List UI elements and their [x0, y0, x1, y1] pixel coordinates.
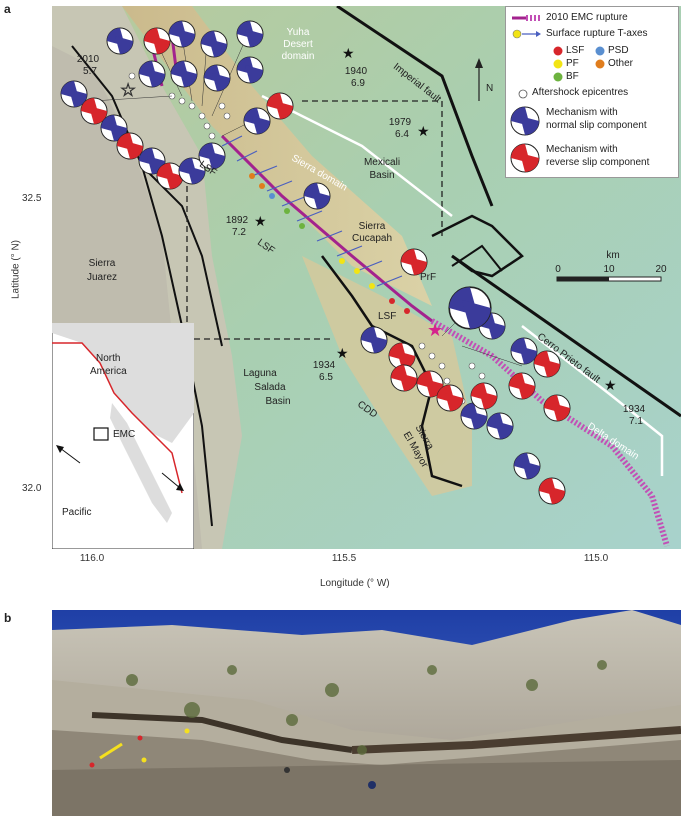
label-laguna: Laguna: [243, 368, 277, 379]
scalebar-10: 10: [603, 264, 615, 275]
label-prf: PrF: [420, 272, 437, 283]
event-1940-year: 1940: [344, 66, 368, 77]
event-1940-mag: 6.9: [351, 78, 365, 89]
legend-taxes: Surface rupture T-axes: [546, 28, 648, 39]
legend-bf: BF: [566, 71, 579, 82]
event-1892-mag: 7.2: [232, 227, 246, 238]
legend-normal-line2: normal slip component: [546, 120, 647, 131]
inset-map: [52, 323, 194, 549]
legend-other: Other: [608, 58, 634, 69]
event-1934-mag-a: 6.5: [319, 372, 333, 383]
legend-aftershock: Aftershock epicentres: [532, 87, 629, 98]
event-2010-mag: 5.7: [83, 66, 97, 77]
outcrop-photo: [52, 610, 681, 816]
svg-text:★: ★: [254, 213, 267, 229]
label-lsf-south: LSF: [378, 311, 397, 322]
event-1934-mag-b: 7.1: [629, 416, 643, 427]
label-mexicali-basin: Basin: [369, 170, 395, 181]
svg-text:★: ★: [417, 123, 430, 139]
panel-b-label: b: [4, 611, 12, 625]
event-1934-year-a: 1934: [312, 360, 336, 371]
inset-emc-label: EMC: [113, 429, 136, 440]
ytick-32: 32.0: [22, 483, 42, 494]
legend-lsf: LSF: [566, 45, 585, 56]
scalebar-unit: km: [606, 250, 620, 261]
scalebar-0: 0: [555, 264, 561, 275]
inset-pacific-label: Pacific: [62, 507, 92, 518]
inset-america-label: America: [90, 366, 127, 377]
scalebar-20: 20: [655, 264, 667, 275]
label-basin: Basin: [265, 396, 291, 407]
x-axis-label: Longitude (° W): [320, 578, 390, 589]
legend-reverse-line1: Mechanism with: [546, 144, 618, 155]
legend-normal-line1: Mechanism with: [546, 107, 618, 118]
panel-a-label: a: [4, 2, 11, 16]
label-sierra-juarez-2: Juarez: [86, 272, 117, 283]
legend-pf: PF: [566, 58, 579, 69]
label-mexicali: Mexicali: [363, 157, 401, 168]
xtick-116: 116.0: [79, 553, 105, 564]
label-yuha: Yuha: [286, 27, 310, 38]
label-yuha-domain: domain: [281, 51, 315, 62]
event-2010-year: 2010: [76, 54, 100, 65]
legend-reverse-line2: reverse slip component: [546, 157, 650, 168]
xtick-115-5: 115.5: [331, 553, 357, 564]
north-arrow-label: N: [486, 83, 494, 94]
event-1934-year-b: 1934: [622, 404, 646, 415]
y-axis-label: Latitude (° N): [10, 239, 22, 300]
event-1979-year: 1979: [388, 117, 412, 128]
map-legend: 2010 EMC rupture Surface rupture T-axes …: [505, 6, 679, 178]
event-1892-year: 1892: [225, 215, 249, 226]
event-1979-mag: 6.4: [395, 129, 409, 140]
legend-psd: PSD: [608, 45, 629, 56]
svg-text:★: ★: [336, 345, 349, 361]
label-sierra-cucapah-2: Cucapah: [351, 233, 393, 244]
svg-text:★: ★: [342, 45, 355, 61]
inset-north-label: North: [96, 353, 121, 364]
focal-mechanisms: [60, 20, 571, 505]
label-sierra-cucapah-1: Sierra: [358, 221, 386, 232]
xtick-115: 115.0: [583, 553, 609, 564]
ytick-32-5: 32.5: [22, 193, 42, 204]
svg-text:★: ★: [427, 320, 443, 340]
label-salada: Salada: [254, 382, 286, 393]
label-yuha-desert: Desert: [283, 39, 313, 50]
svg-text:★: ★: [604, 377, 617, 393]
svg-text:☆: ☆: [120, 80, 136, 100]
legend-rupture: 2010 EMC rupture: [546, 12, 628, 23]
label-sierra-juarez-1: Sierra: [88, 258, 116, 269]
